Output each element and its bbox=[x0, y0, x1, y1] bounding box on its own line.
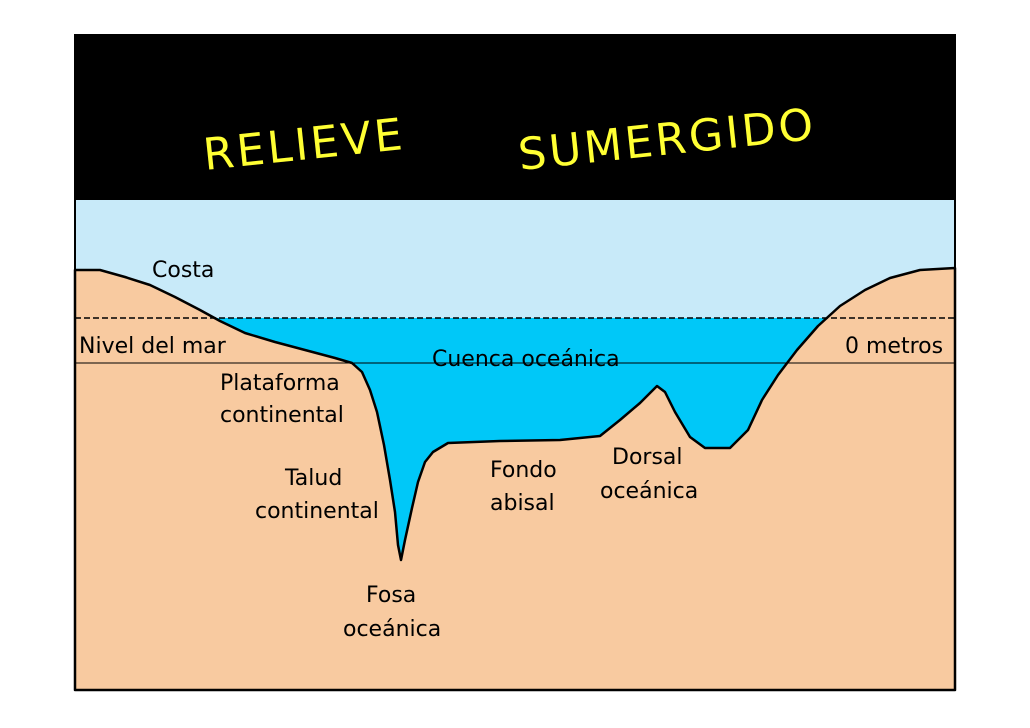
label-cuenca-oceanica: Cuenca oceánica bbox=[432, 347, 620, 372]
label-fondo-line2: abisal bbox=[490, 491, 555, 516]
label-plataforma-line2: continental bbox=[220, 403, 344, 428]
label-dorsal-line1: Dorsal bbox=[612, 445, 683, 470]
label-cero-metros: 0 metros bbox=[845, 334, 943, 359]
label-talud-line2: continental bbox=[255, 499, 379, 524]
diagram-frame bbox=[74, 34, 956, 691]
label-dorsal-line2: oceánica bbox=[600, 479, 698, 504]
seafloor-land bbox=[73, 266, 957, 692]
label-nivel-del-mar: Nivel del mar bbox=[79, 334, 227, 359]
title-banner bbox=[75, 35, 955, 200]
sky-background bbox=[75, 200, 955, 320]
label-fondo-line1: Fondo bbox=[490, 458, 557, 483]
label-fosa-line2: oceánica bbox=[343, 617, 441, 642]
label-fosa-line1: Fosa bbox=[366, 583, 416, 608]
label-costa: Costa bbox=[152, 258, 214, 283]
label-talud-line1: Talud bbox=[284, 466, 342, 491]
label-plataforma-line1: Plataforma bbox=[220, 371, 340, 396]
